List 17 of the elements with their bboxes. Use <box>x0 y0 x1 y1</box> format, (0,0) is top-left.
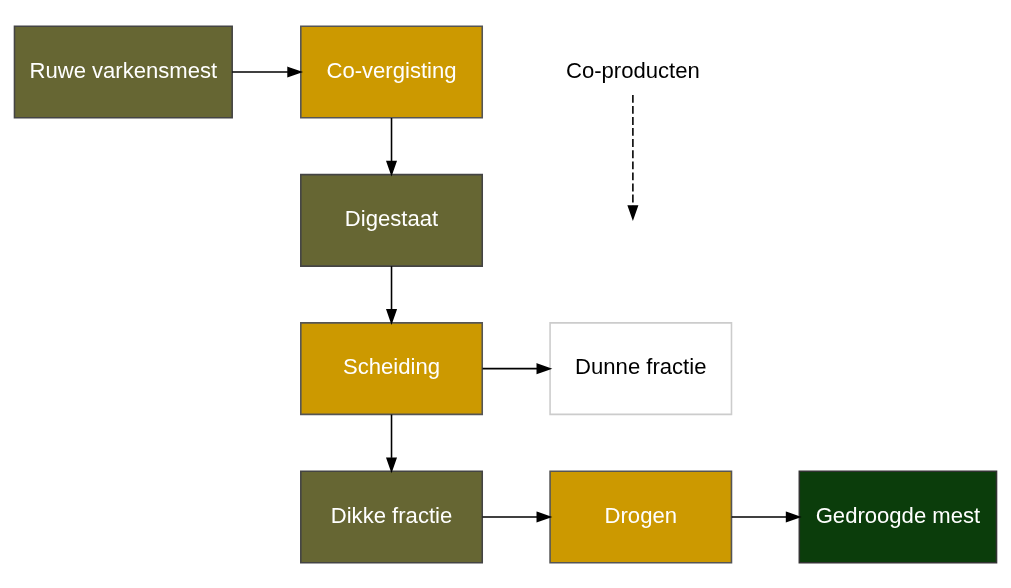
node-box: Drogen <box>549 469 733 563</box>
arrow <box>627 93 639 221</box>
arrow <box>481 362 553 374</box>
node-box: Scheiding <box>300 321 484 415</box>
node-box: Co-vergisting <box>300 25 484 119</box>
node-text: Co-producten <box>566 57 700 83</box>
arrow <box>386 413 398 473</box>
node-box: Ruwe varkensmest <box>13 25 233 119</box>
node-box: Digestaat <box>300 173 484 267</box>
arrow <box>231 66 304 78</box>
arrow <box>730 510 802 522</box>
node-box: Gedroogde mest <box>798 469 998 563</box>
node-box: Dunne fractie <box>549 321 733 415</box>
node-box: Dikke fractie <box>300 469 484 563</box>
arrow <box>386 264 398 325</box>
arrow <box>386 116 398 177</box>
arrow <box>481 510 553 522</box>
